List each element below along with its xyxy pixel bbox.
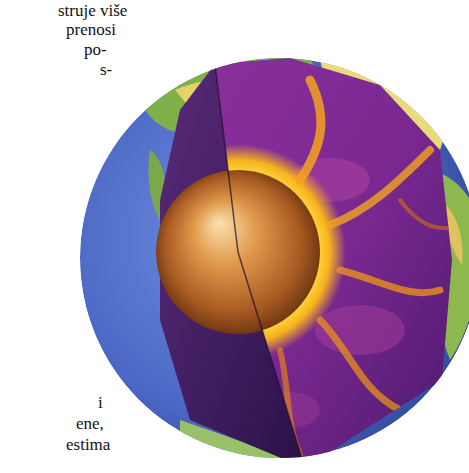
text-fragment: s- [100,60,112,80]
text-fragment: estima [66,435,110,455]
text-fragment: prenosi [66,20,116,40]
cut-edge [215,64,305,468]
plume [280,350,300,455]
plume [300,80,321,180]
globe [80,54,469,473]
plume [320,320,400,410]
text-fragment: i [98,393,103,413]
plume [330,150,430,225]
mantle-plumes [130,80,450,455]
text-fragment: po- [84,40,107,60]
plume [400,200,450,228]
text-fragment: ene, [76,414,104,434]
plume [340,270,440,293]
text-fragment: struje više [58,1,127,21]
